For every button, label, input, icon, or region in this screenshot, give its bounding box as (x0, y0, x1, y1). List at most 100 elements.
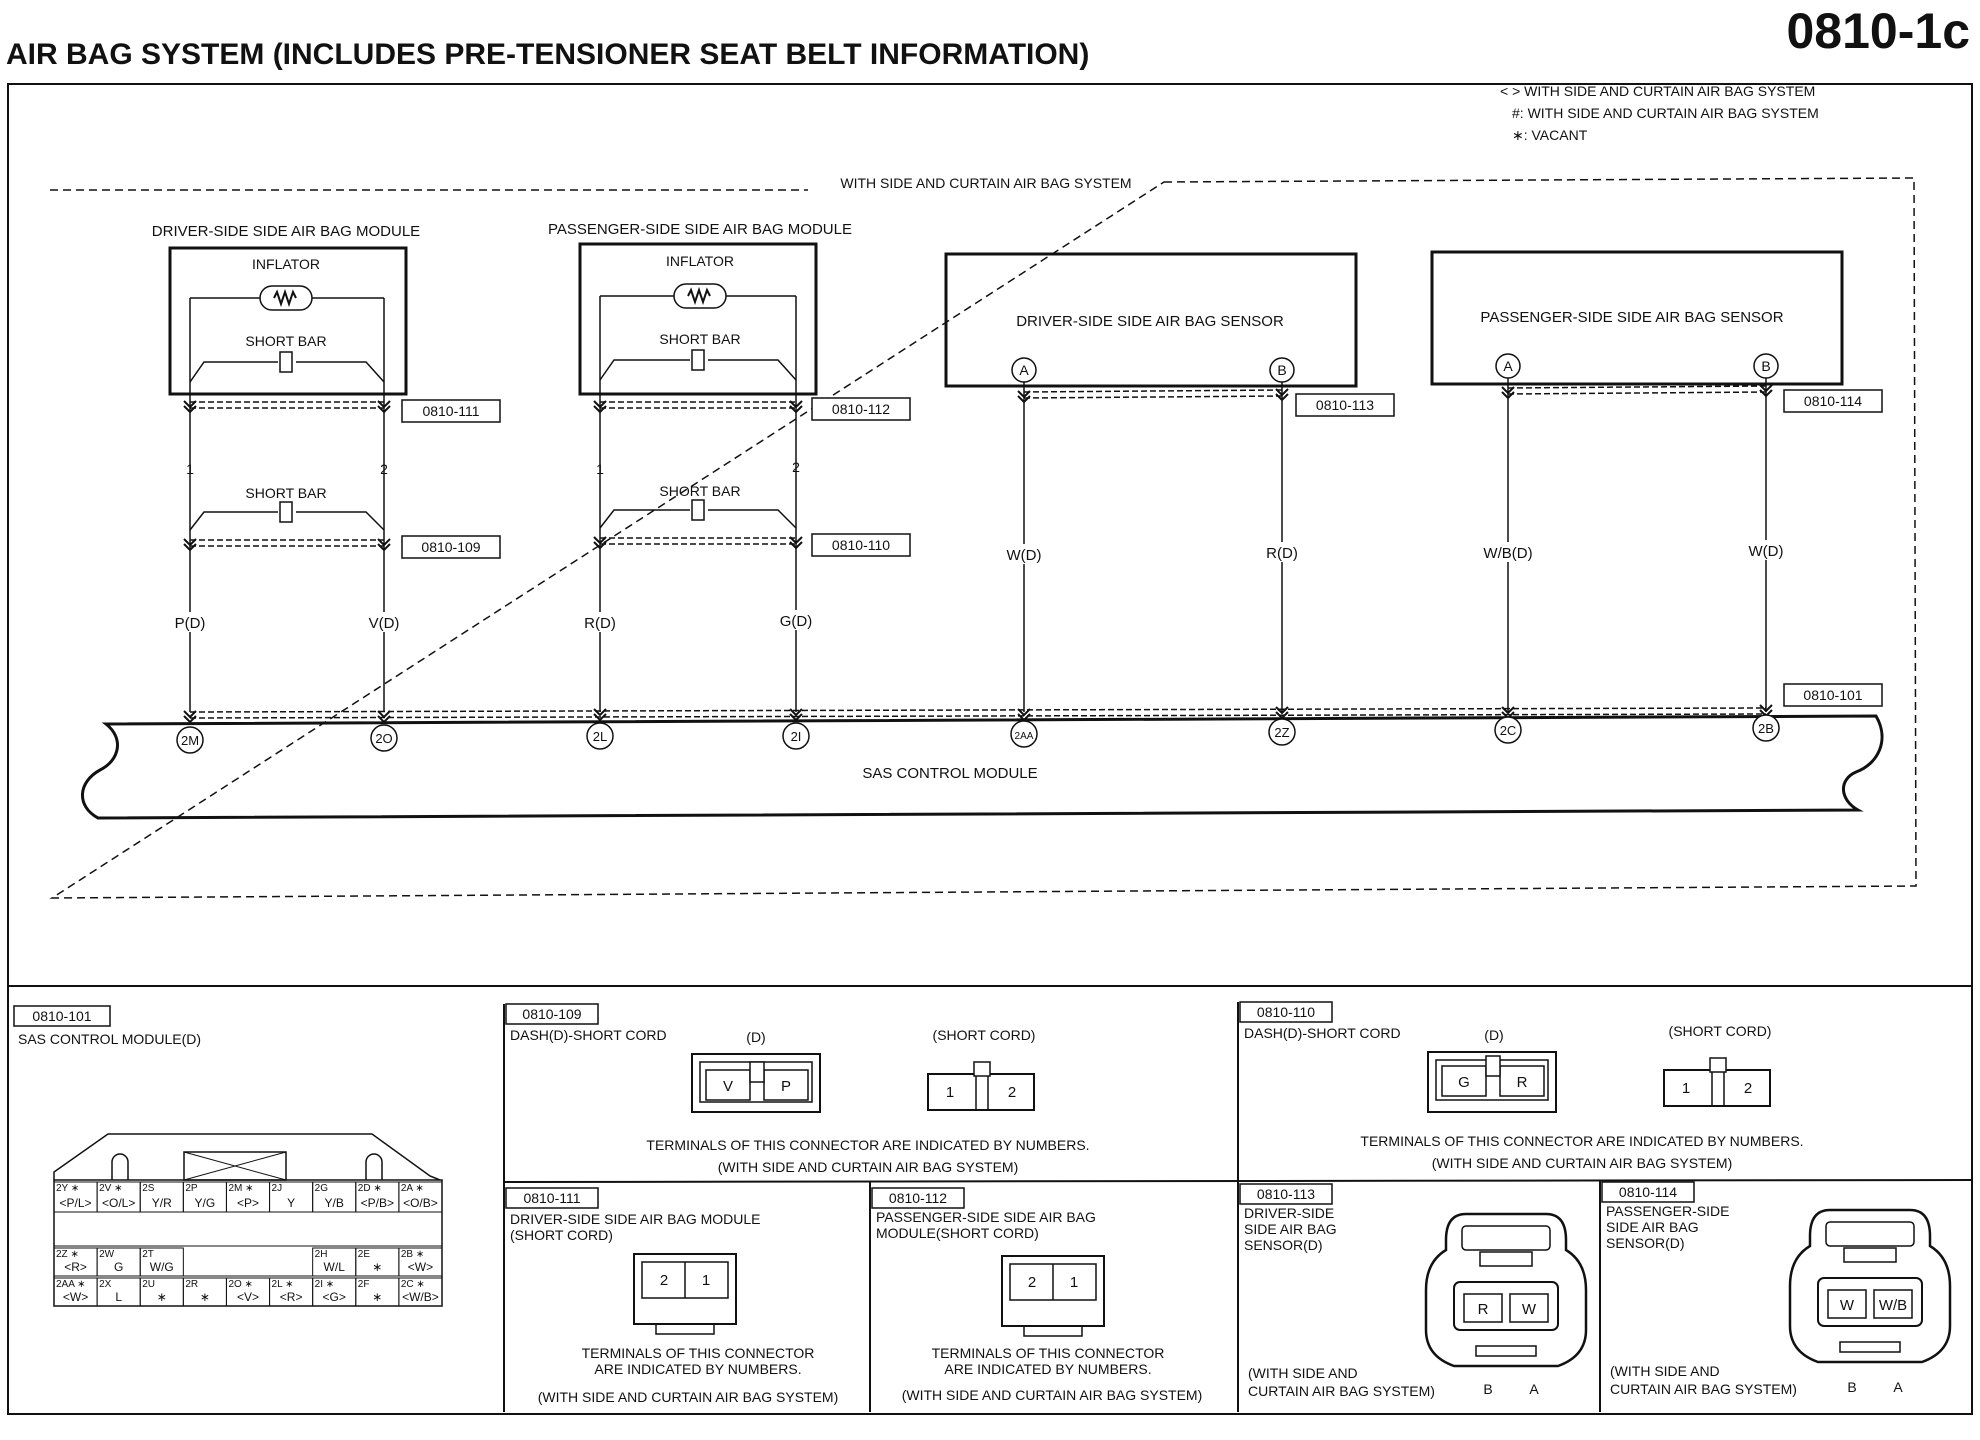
panel-note: (WITH SIDE AND CURTAIN AIR BAG SYSTEM) (902, 1387, 1203, 1403)
wire-label: V(D) (369, 615, 400, 632)
terminal: 1 (946, 1084, 954, 1101)
sas-control-module: SAS CONTROL MODULE (81, 714, 1884, 820)
svg-text:0810-114: 0810-114 (1804, 393, 1862, 409)
connector-row-mid (183, 536, 803, 551)
sas-pin-color: G (114, 1260, 123, 1274)
svg-text:0810-101: 0810-101 (1803, 687, 1862, 703)
panel-title: (SHORT CORD) (510, 1227, 613, 1243)
sas-pin-color: Y/B (325, 1196, 344, 1210)
svg-text:0810-113: 0810-113 (1316, 397, 1374, 413)
sas-module-label: SAS CONTROL MODULE (862, 765, 1037, 782)
panel-0810-113: 0810-113 DRIVER-SIDE SIDE AIR BAG SENSOR… (1239, 1183, 1588, 1399)
panel-title: DRIVER-SIDE (1244, 1205, 1334, 1221)
outer-frame (7, 83, 1973, 1415)
pin-label: A (1529, 1381, 1539, 1397)
sas-pin-color: <W/B> (402, 1290, 439, 1304)
terminal: 2 (660, 1272, 668, 1289)
option-box: WITH SIDE AND CURTAIN AIR BAG SYSTEM (49, 175, 1917, 899)
passenger-sensor-pin-b: B (1761, 358, 1770, 374)
sas-terminal-label: 2Z (1274, 725, 1289, 740)
sas-pin-id: 2O ∗ (228, 1279, 253, 1290)
sas-pin-color: L (115, 1290, 122, 1304)
d-label: (D) (1484, 1027, 1503, 1043)
sas-pin-id: 2L ∗ (272, 1279, 294, 1290)
wire-label: P(D) (175, 615, 206, 632)
pin-label: B (1847, 1379, 1856, 1395)
sas-terminal-label: 2M (181, 733, 199, 748)
panel-code: 0810-113 (1257, 1186, 1315, 1202)
connector-ref-110: 0810-110 (811, 533, 911, 557)
sas-terminal-label: 2L (593, 729, 607, 744)
panel-title: SENSOR(D) (1244, 1237, 1323, 1253)
sas-pin-id: 2AA ∗ (56, 1279, 86, 1290)
sas-terminal-circle (1010, 720, 1038, 748)
driver-sensor-pin-a: A (1019, 362, 1029, 378)
sas-pin-id: 2A ∗ (401, 1183, 424, 1194)
sas-pin-color: <V> (237, 1290, 259, 1304)
wire-label: R(D) (1266, 545, 1298, 562)
panel-title: DASH(D)-SHORT CORD (1244, 1025, 1401, 1041)
sas-pin-id: 2V ∗ (99, 1183, 122, 1194)
sas-pin-cell (398, 1247, 443, 1277)
passenger-sensor-title: PASSENGER-SIDE SIDE AIR BAG SENSOR (1480, 309, 1783, 326)
mid-short-bar-label: SHORT BAR (245, 485, 326, 501)
passenger-module-title: PASSENGER-SIDE SIDE AIR BAG MODULE (548, 221, 852, 238)
panel-code: 0810-109 (522, 1006, 581, 1022)
panel-code: 0810-110 (1257, 1004, 1315, 1020)
driver-module-box (168, 246, 408, 396)
connector-face (691, 1053, 821, 1113)
legend-line-1: < > WITH SIDE AND CURTAIN AIR BAG SYSTEM (1500, 83, 1815, 99)
sas-terminal-label: 2O (375, 731, 392, 746)
sas-pin-id: 2T (142, 1249, 154, 1260)
connector-ref-114: 0810-114 (1783, 389, 1883, 413)
panel-title: DASH(D)-SHORT CORD (510, 1027, 667, 1043)
panel-title: PASSENGER-SIDE SIDE AIR BAG (876, 1209, 1096, 1225)
panel-title: DRIVER-SIDE SIDE AIR BAG MODULE (510, 1211, 761, 1227)
pin-label: 1 (596, 461, 604, 477)
panel-title: SAS CONTROL MODULE(D) (18, 1031, 201, 1047)
terminal: 1 (1070, 1274, 1078, 1291)
panel-code: 0810-112 (889, 1190, 947, 1206)
sas-pin-id: 2R (185, 1279, 198, 1290)
terminal: W/B (1879, 1297, 1907, 1314)
driver-side-airbag-sensor: DRIVER-SIDE SIDE AIR BAG SENSOR A B (944, 252, 1358, 388)
terminal: V (723, 1078, 733, 1095)
sas-pin-color: <W> (63, 1290, 88, 1304)
passenger-inflator-label: INFLATOR (666, 253, 734, 269)
connector-row-bottom (183, 704, 1773, 723)
panel-title: SIDE AIR BAG (1244, 1221, 1337, 1237)
sas-pin-color: <G> (323, 1290, 346, 1304)
terminal: W (1522, 1301, 1537, 1318)
panel-note: CURTAIN AIR BAG SYSTEM) (1610, 1381, 1797, 1397)
pin-label: 2 (792, 459, 800, 475)
short-bar-icon (691, 349, 705, 371)
legend-line-2: #: WITH SIDE AND CURTAIN AIR BAG SYSTEM (1512, 105, 1819, 121)
passenger-side-airbag-sensor: PASSENGER-SIDE SIDE AIR BAG SENSOR A B (1430, 250, 1844, 386)
panel-code: 0810-114 (1619, 1184, 1677, 1200)
sas-pin-id: 2S (142, 1183, 155, 1194)
panel-note: (WITH SIDE AND (1248, 1365, 1358, 1381)
driver-module-title: DRIVER-SIDE SIDE AIR BAG MODULE (152, 223, 420, 240)
sas-pin-color: Y/G (195, 1196, 216, 1210)
connector-row-top (183, 384, 1773, 413)
wire-label: W(D) (1749, 543, 1784, 560)
panel-note: (WITH SIDE AND CURTAIN AIR BAG SYSTEM) (538, 1389, 839, 1405)
driver-sensor-pin-b: B (1277, 362, 1286, 378)
passenger-side-airbag-module: PASSENGER-SIDE SIDE AIR BAG MODULE INFLA… (548, 221, 852, 400)
terminal: 2 (1008, 1084, 1016, 1101)
terminal: R (1478, 1301, 1489, 1318)
sas-pin-id: 2W (99, 1249, 115, 1260)
wire-label: W(D) (1007, 547, 1042, 564)
sas-terminal-circle (1268, 718, 1296, 746)
driver-sensor-box (944, 252, 1358, 388)
page-title: AIR BAG SYSTEM (INCLUDES PRE-TENSIONER S… (6, 38, 1089, 71)
sas-module-outline (81, 714, 1884, 820)
panel-grid (503, 1002, 1973, 1412)
terminal: R (1517, 1074, 1528, 1091)
panel-0810-110: 0810-110 DASH(D)-SHORT CORD (D) (SHORT C… (1239, 1001, 1804, 1171)
terminal: 2 (1744, 1080, 1752, 1097)
sas-pin-id: 2P (185, 1183, 198, 1194)
panel-0810-111: 0810-111 DRIVER-SIDE SIDE AIR BAG MODULE… (505, 1187, 839, 1405)
